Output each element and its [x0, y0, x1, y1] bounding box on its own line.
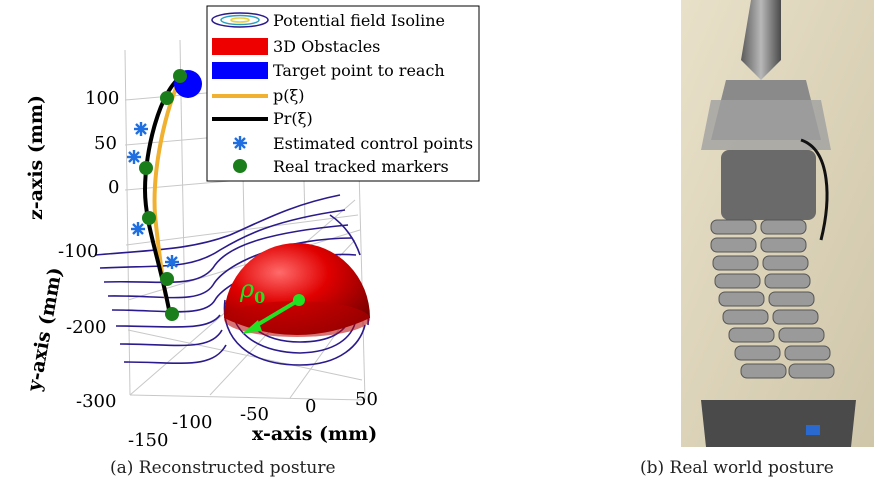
tracked-marker	[160, 272, 174, 286]
y-tick-minus200: -200	[66, 317, 106, 338]
x-axis-label: x-axis (mm)	[252, 423, 377, 445]
legend-label-markers: Real tracked markers	[273, 157, 449, 176]
gripper	[741, 0, 781, 80]
z-tick-0: 0	[108, 177, 119, 198]
y-tick-minus100: -100	[58, 241, 98, 262]
caption-a: (a) Reconstructed posture	[110, 458, 336, 478]
marker-swatch	[233, 159, 247, 173]
tracked-marker	[160, 91, 174, 105]
x-tick-minus150: -150	[128, 430, 168, 450]
z-tick-100: 100	[85, 88, 119, 109]
obstacle-swatch	[212, 38, 268, 55]
robot-photo	[681, 0, 874, 447]
control-point	[134, 122, 148, 136]
tracked-marker	[165, 307, 179, 321]
bellows-segments	[710, 219, 835, 379]
panel-a-plot: ρ0 z-axis (mm) 100 50 0 y-axis (mm) -100…	[23, 5, 480, 450]
legend-label-isoline: Potential field Isoline	[273, 11, 445, 30]
control-point	[165, 255, 179, 269]
caption-b: (b) Real world posture	[640, 458, 834, 478]
legend-label-obstacles: 3D Obstacles	[273, 37, 380, 56]
x-tick-50: 50	[355, 389, 378, 410]
z-axis-label: z-axis (mm)	[25, 95, 47, 220]
robot-base	[701, 400, 856, 447]
tracked-marker	[173, 69, 187, 83]
rho-label: ρ0	[239, 275, 265, 307]
x-tick-minus100: -100	[172, 412, 212, 433]
legend-label-p-xi: p(ξ)	[273, 86, 305, 105]
legend-label-control-points: Estimated control points	[273, 134, 473, 153]
control-point	[131, 222, 145, 236]
legend: Potential field Isoline 3D Obstacles Tar…	[206, 5, 480, 182]
x-tick-0: 0	[305, 396, 316, 417]
z-tick-50: 50	[94, 133, 117, 154]
tracked-markers	[139, 69, 187, 321]
tracked-marker	[139, 161, 153, 175]
y-axis-label: y-axis (mm)	[23, 266, 67, 394]
asterisk-swatch	[233, 136, 247, 150]
x-tick-minus50: -50	[240, 404, 269, 425]
tracked-marker	[142, 211, 156, 225]
legend-label-pr-xi: Pr(ξ)	[273, 109, 313, 128]
control-points	[127, 122, 179, 269]
y-tick-minus300: -300	[76, 391, 116, 412]
control-point	[127, 150, 141, 164]
isoline-icon	[211, 12, 269, 28]
target-swatch	[212, 62, 268, 79]
rho-radius-arrow	[242, 294, 305, 334]
legend-label-target: Target point to reach	[273, 61, 445, 80]
